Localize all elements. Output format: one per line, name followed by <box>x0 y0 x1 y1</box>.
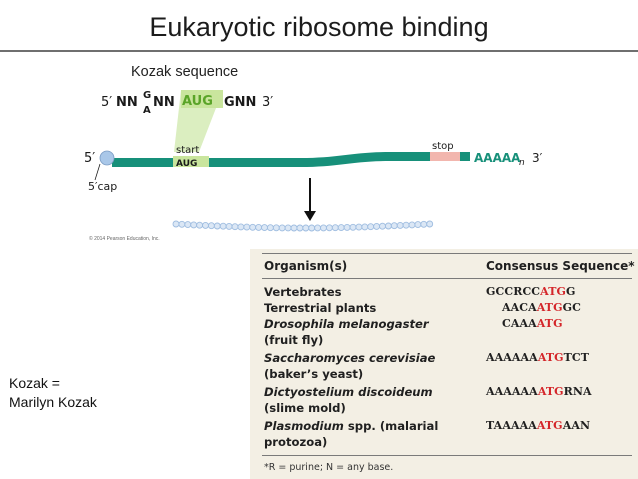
amino-acid-bead <box>255 223 263 231</box>
kozak-note-line2: Marilyn Kozak <box>9 394 97 410</box>
amino-acid-bead <box>414 221 422 229</box>
amino-acid-bead <box>219 222 227 230</box>
consensus-seq: AAAAAAATGRNA <box>486 385 592 398</box>
seq-5prime: 5′ <box>101 95 112 110</box>
amino-acid-bead <box>231 223 239 231</box>
amino-acid-bead <box>320 224 327 232</box>
amino-acid-bead <box>325 224 333 232</box>
amino-acid-bead <box>367 223 375 231</box>
consensus-seq: GCCRCCATGG <box>486 285 576 298</box>
amino-acid-bead <box>331 224 339 232</box>
consensus-seq: AACAATGGC <box>502 301 581 314</box>
amino-acid-bead <box>261 224 268 232</box>
seq-nn-1: NN <box>116 95 138 110</box>
table-row: Vertebrates <box>264 285 342 299</box>
kozak-sequence-label: Kozak sequence <box>131 64 239 80</box>
amino-acid-bead <box>213 222 221 230</box>
amino-acid-bead <box>172 220 180 228</box>
five-prime-cap <box>99 150 115 166</box>
amino-acid-bead <box>196 221 204 229</box>
table-row-sub: (slime mold) <box>264 401 346 415</box>
amino-acid-bead <box>373 222 381 230</box>
polya-n: n <box>519 158 525 168</box>
consensus-table: Organism(s) Consensus Sequence* Vertebra… <box>250 249 638 479</box>
cap-pointer <box>94 163 101 181</box>
table-header-rule <box>262 278 632 279</box>
table-row: Drosophila melanogaster <box>264 317 429 331</box>
amino-acid-bead <box>314 224 322 232</box>
amino-acid-bead <box>355 223 363 231</box>
amino-acid-bead <box>284 224 292 232</box>
table-row: Saccharomyces cerevisiae <box>264 351 436 365</box>
amino-acid-bead <box>184 221 192 229</box>
amino-acid-bead <box>266 224 274 232</box>
consensus-seq: AAAAAAATGTCT <box>486 351 590 364</box>
mrna-strand <box>112 152 470 167</box>
table-row-sub: (baker’s yeast) <box>264 367 364 381</box>
kozak-note: Kozak = Marilyn Kozak <box>9 374 97 412</box>
amino-acid-bead <box>390 222 398 230</box>
amino-acid-bead <box>225 222 233 230</box>
slide-title: Eukaryotic ribosome binding <box>149 12 489 42</box>
copyright-credit: © 2014 Pearson Education, Inc. <box>89 236 160 242</box>
start-label: start <box>176 145 199 156</box>
header-consensus: Consensus Sequence* <box>486 259 635 273</box>
start-codon-box <box>173 156 209 167</box>
table-footnote: *R = purine; N = any base. <box>264 462 394 473</box>
seq-gnn: GNN <box>224 95 256 110</box>
title-divider <box>0 50 638 52</box>
amino-acid-bead <box>278 224 286 232</box>
table-row-sub: (fruit fly) <box>264 333 324 347</box>
amino-acid-bead <box>272 224 280 232</box>
amino-acid-bead <box>408 221 416 229</box>
consensus-seq: TAAAAAATGAAN <box>486 419 591 432</box>
amino-acid-bead <box>337 224 345 232</box>
amino-acid-bead <box>190 221 198 229</box>
amino-acid-bead <box>420 220 428 228</box>
seq-nn-2: NN <box>153 95 175 110</box>
table-bottom-rule <box>262 455 632 456</box>
amino-acid-bead <box>396 221 404 229</box>
header-organism: Organism(s) <box>264 259 348 273</box>
kozak-note-line1: Kozak = <box>9 375 60 391</box>
arrow-head <box>304 211 316 221</box>
amino-acid-bead <box>202 221 209 229</box>
seq-a: A <box>143 105 151 116</box>
mrna-diagram: 5′ NN G A NN AUG GNN 3′ AUG start stop A… <box>84 90 543 232</box>
amino-acid-bead <box>237 223 245 231</box>
amino-acid-bead <box>379 222 386 230</box>
amino-acid-bead <box>243 223 251 231</box>
amino-acid-bead <box>402 221 410 229</box>
amino-acid-bead <box>384 222 392 230</box>
amino-acid-bead <box>349 223 357 231</box>
table-row: Plasmodium spp. (malarial <box>264 419 439 433</box>
table-row: Dictyostelium discoideum <box>264 385 433 399</box>
kozak-aug-highlight <box>181 90 223 108</box>
table-row: Terrestrial plants <box>264 301 377 315</box>
polypeptide-chain <box>172 220 434 232</box>
amino-acid-bead <box>302 224 310 232</box>
amino-acid-bead <box>296 224 304 232</box>
amino-acid-bead <box>343 223 351 231</box>
mrna-5prime: 5′ <box>84 151 95 166</box>
seq-g: G <box>143 90 151 101</box>
amino-acid-bead <box>290 224 298 232</box>
polya-tail: AAAAA <box>474 151 521 165</box>
stop-codon-box <box>430 152 460 161</box>
cap-label: 5′cap <box>88 180 117 193</box>
seq-aug: AUG <box>182 94 213 109</box>
amino-acid-bead <box>361 223 369 231</box>
stop-label: stop <box>432 141 454 152</box>
table-row-sub: protozoa) <box>264 435 328 449</box>
start-codon-label: AUG <box>176 159 197 169</box>
amino-acid-bead <box>207 222 215 230</box>
seq-3prime: 3′ <box>262 95 273 110</box>
consensus-seq: CAAAATG <box>502 317 563 330</box>
amino-acid-bead <box>178 220 186 228</box>
amino-acid-bead <box>249 223 257 231</box>
table-top-rule <box>262 253 632 254</box>
mrna-3prime: 3′ <box>532 151 543 165</box>
amino-acid-bead <box>426 220 434 228</box>
amino-acid-bead <box>308 224 316 232</box>
